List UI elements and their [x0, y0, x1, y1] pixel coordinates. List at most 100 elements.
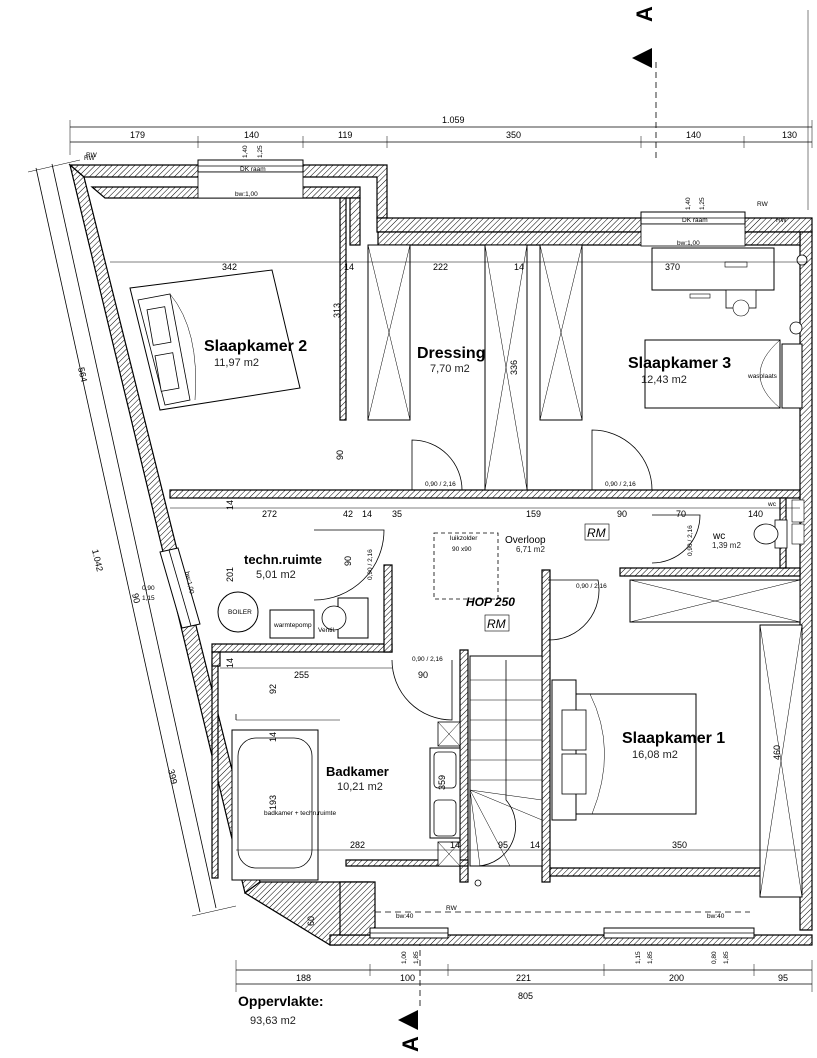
top-dimensions: 1.059 179 140 119 350 140 130: [69, 10, 813, 210]
dim-bottom-1: 188: [296, 973, 311, 983]
warmtepomp-label: warmtepomp: [273, 622, 312, 629]
doors: [313, 429, 701, 721]
dim-60: 60: [306, 916, 316, 926]
badkamer-techn-label: badkamer + techn.ruimte: [264, 810, 336, 817]
dim-top-1: 179: [130, 130, 145, 140]
win-b6: 1,85: [723, 951, 730, 964]
door-labels: 0,90 / 2,16 0,90 / 2,16 0,90 / 2,16 0,90…: [367, 481, 694, 663]
win-b3: 1,15: [635, 951, 642, 964]
dim-222: 222: [433, 262, 448, 272]
dim-90: 90: [617, 509, 627, 519]
bottom-dimensions: 188 100 221 200 95 805: [235, 960, 813, 1001]
dim-top-2: 140: [244, 130, 259, 140]
window-h2: 1,25: [257, 145, 264, 158]
dim-342: 342: [222, 262, 237, 272]
room-area-slaapkamer-1: 16,08 m2: [632, 749, 678, 761]
dim-90: 90: [343, 556, 353, 566]
dim-left-outer: 1.042: [90, 548, 105, 572]
dim-313: 313: [332, 303, 342, 318]
dim-14: 14: [530, 840, 540, 850]
room-name-slaapkamer-1: Slaapkamer 1: [622, 730, 725, 747]
dim-14: 14: [514, 262, 524, 272]
rm-label-2: RM: [487, 617, 506, 631]
dim-14: 14: [450, 840, 460, 850]
room-name-slaapkamer-2: Slaapkamer 2: [204, 338, 307, 355]
room-area-dressing: 7,70 m2: [430, 363, 470, 375]
room-area-slaapkamer-3: 12,43 m2: [641, 374, 687, 386]
bw-bottom-b: bw:40: [707, 913, 725, 920]
door-label: 0,90 / 2,16: [367, 549, 374, 580]
win-left-a: 0,90: [142, 585, 155, 592]
rainwater-label: RW: [86, 152, 98, 159]
hop-label: HOP 250: [466, 595, 515, 609]
window-h1: 1,40: [242, 145, 249, 158]
room-area-badkamer: 10,21 m2: [337, 781, 383, 793]
dim-top-3: 119: [338, 130, 352, 140]
left-dimensions: 1.042 564 399 90: [27, 159, 237, 917]
oppervlakte-title: Oppervlakte:: [238, 993, 324, 1009]
dim-top-4: 350: [506, 130, 521, 140]
rw-bottom: RW: [446, 905, 458, 912]
dim-282: 282: [350, 840, 365, 850]
door-label: 0,90 / 2,16: [605, 481, 636, 488]
win-b2: 1,85: [413, 951, 420, 964]
win-b1: 1,00: [401, 951, 408, 964]
bed-slaapkamer-3: wasplaats: [644, 254, 808, 409]
rw-right: RW: [776, 217, 788, 224]
desk-slaapkamer-3: [651, 247, 775, 317]
luik-label: luikzolder: [450, 535, 478, 542]
tech-room-fixtures: BOILER warmtepomp Ventil.: [217, 591, 369, 639]
room-area-techn: 5,01 m2: [256, 569, 296, 581]
wc-small-label: wc: [767, 501, 777, 508]
section-marker-top: A: [632, 6, 657, 160]
internal-walls: [169, 197, 801, 883]
win-b5: 0,80: [711, 951, 718, 964]
oppervlakte-value: 93,63 m2: [250, 1015, 296, 1027]
dim-90: 90: [418, 670, 428, 680]
win-left-b: 1,15: [142, 595, 155, 602]
dim-bottom-4: 200: [669, 973, 684, 983]
dim-14: 14: [344, 262, 354, 272]
window-label: DK raam: [682, 217, 708, 224]
dim-193: 193: [268, 795, 278, 810]
dim-255: 255: [294, 670, 309, 680]
wc-fixtures: [753, 499, 805, 549]
inner-dimensions: 342 14 222 14 370 313 336 90 272 42 14 3…: [110, 261, 808, 926]
dim-140: 140: [748, 509, 763, 519]
rainwater-label: RW: [757, 201, 769, 208]
bw-bottom-a: bw:40: [396, 913, 414, 920]
boiler-label: BOILER: [228, 609, 252, 616]
dim-total-width: 1.059: [442, 115, 465, 125]
window-top-left: DK raam bw:1,00 1,40 1,25 RW: [86, 145, 304, 199]
dim-bottom-2: 100: [400, 973, 415, 983]
room-name-overloop: Overloop: [505, 535, 546, 546]
bed-slaapkamer-1: [551, 679, 697, 821]
room-labels: Slaapkamer 2 11,97 m2 Dressing 7,70 m2 S…: [84, 155, 788, 817]
svg-text:A: A: [398, 1036, 423, 1052]
dim-350: 350: [672, 840, 687, 850]
dim-14: 14: [268, 732, 278, 742]
window-label: DK raam: [240, 166, 266, 173]
dim-top-5: 140: [686, 130, 701, 140]
door-label: 0,90 / 2,16: [425, 481, 456, 488]
wardrobe-slaapkamer-1: [629, 579, 803, 898]
room-name-badkamer: Badkamer: [326, 764, 389, 779]
door-label: 0,90 / 2,16: [687, 525, 694, 556]
dim-272: 272: [262, 509, 277, 519]
dim-370: 370: [665, 262, 680, 272]
room-name-dressing: Dressing: [417, 345, 485, 362]
ventil-label: Ventil.: [318, 627, 336, 634]
room-name-wc: wc: [712, 531, 725, 542]
dim-left-low: 399: [166, 768, 179, 785]
window-bw: bw:1,00: [677, 240, 700, 247]
dim-336: 336: [509, 360, 519, 375]
staircase: [469, 655, 543, 887]
dim-top-6: 130: [782, 130, 797, 140]
bottom-windows: bw:40 bw:40 RW 1,00 1,85 1,15 1,85 0,80 …: [369, 905, 755, 964]
dim-70: 70: [676, 509, 686, 519]
section-marker-bottom: A: [398, 940, 423, 1052]
dim-201: 201: [225, 567, 235, 582]
window-h2: 1,25: [699, 197, 706, 210]
dim-left-inner: 564: [76, 366, 89, 383]
